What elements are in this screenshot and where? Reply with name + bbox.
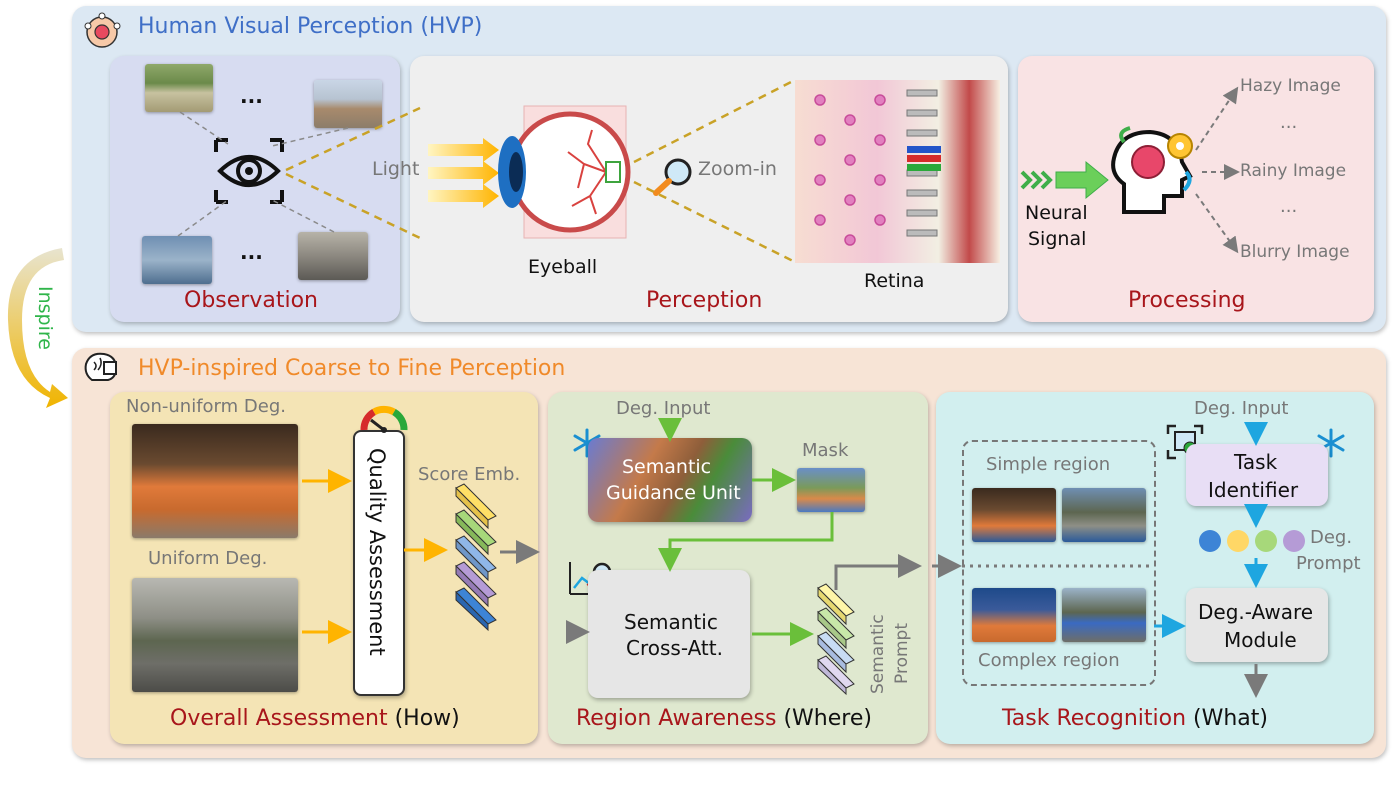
retina-illustration (795, 80, 1000, 263)
cross-att-line2: Cross-Att. (626, 636, 723, 660)
eye-icon (214, 138, 284, 204)
brain-chip-icon (82, 350, 122, 386)
nonuniform-image (132, 424, 298, 538)
car-image (298, 232, 368, 280)
score-emb-label: Score Emb. (418, 464, 521, 485)
mask-label: Mask (802, 440, 849, 461)
output-rainy: Rainy Image (1240, 161, 1347, 181)
inspire-curved-arrow (0, 238, 70, 408)
semantic-guidance-unit-box (588, 438, 752, 522)
region-title-red: Region Awareness (576, 706, 777, 731)
zebra-image (145, 64, 213, 112)
region-title-black: (Where) (783, 706, 872, 731)
magnifier-icon (652, 156, 696, 196)
uniform-label: Uniform Deg. (148, 548, 268, 569)
deg-prompt-line1: Deg. (1310, 527, 1353, 548)
light-rays-icon (428, 138, 508, 208)
hvp-title: Human Visual Perception (HVP) (138, 14, 483, 39)
quality-assessment-label: Quality Assessment (365, 448, 389, 656)
semantic-prompt-blocks (816, 583, 866, 696)
output-ellipsis-2: ... (1280, 196, 1298, 217)
uniform-image (132, 578, 298, 692)
neural-signal-line1: Neural (1025, 202, 1088, 224)
zoom-label: Zoom-in (698, 158, 777, 180)
inspire-label: Inspire (34, 286, 56, 350)
complex-region-image-1 (972, 588, 1056, 642)
observation-ellipsis-top: ... (240, 84, 263, 108)
eyeball-label: Eyeball (528, 256, 598, 278)
quality-assessment-box (353, 430, 405, 696)
simple-region-image-1 (972, 488, 1056, 542)
light-label: Light (372, 158, 420, 180)
score-embedding-blocks (452, 483, 512, 632)
complex-region-image-2 (1062, 588, 1146, 642)
overall-title-black: (How) (394, 706, 460, 731)
task-identifier-line1: Task (1234, 450, 1278, 474)
deg-prompt-line2: Prompt (1296, 553, 1361, 574)
task-title-black: (What) (1193, 706, 1269, 731)
task-identifier-box (1186, 444, 1328, 506)
output-blurry: Blurry Image (1240, 242, 1350, 262)
task-identifier-line2: Identifier (1208, 478, 1299, 502)
output-hazy: Hazy Image (1240, 76, 1341, 96)
neural-signal-arrow-icon (1020, 160, 1112, 200)
deg-prompt-dots (1196, 526, 1316, 556)
simple-region-image-2 (1062, 488, 1146, 542)
region-title: Region Awareness (Where) (576, 706, 872, 731)
cross-att-line1: Semantic (624, 610, 718, 634)
retina-label: Retina (864, 270, 925, 292)
perception-title: Perception (646, 288, 763, 313)
semantic-prompt-line1: Semantic (868, 614, 888, 694)
deg-aware-module-box (1186, 588, 1328, 662)
city-image (314, 80, 382, 128)
task-title-red: Task Recognition (1002, 706, 1187, 731)
region-dashed-box (962, 440, 1156, 686)
rain-bridge-image (142, 236, 212, 284)
deg-aware-line1: Deg.-Aware (1198, 600, 1314, 624)
neural-signal-line2: Signal (1028, 228, 1087, 250)
processing-title: Processing (1128, 288, 1246, 313)
simple-region-label: Simple region (986, 454, 1111, 475)
overall-title-red: Overall Assessment (170, 706, 388, 731)
c2f-title: HVP-inspired Coarse to Fine Perception (138, 356, 566, 381)
output-ellipsis-1: ... (1280, 112, 1298, 133)
mask-image (797, 468, 865, 512)
nonuniform-label: Non-uniform Deg. (126, 396, 286, 417)
task-title: Task Recognition (What) (1002, 706, 1268, 731)
complex-region-label: Complex region (978, 650, 1120, 671)
head-brain-gear-icon (1104, 124, 1200, 220)
semantic-prompt-line2: Prompt (892, 623, 912, 684)
semantic-cross-att-box (588, 570, 750, 698)
sgu-line1: Semantic (622, 456, 712, 478)
deg-aware-line2: Module (1224, 628, 1297, 652)
sgu-line2: Guidance Unit (606, 482, 741, 504)
task-deg-input-label: Deg. Input (1194, 398, 1289, 419)
region-deg-input-label: Deg. Input (616, 398, 711, 419)
observation-title: Observation (184, 288, 318, 313)
gauge-icon (359, 398, 409, 438)
overall-title: Overall Assessment (How) (170, 706, 460, 731)
observation-ellipsis-bottom: ... (240, 240, 263, 264)
eyeball-icon (488, 104, 631, 240)
brain-network-icon (82, 12, 122, 52)
